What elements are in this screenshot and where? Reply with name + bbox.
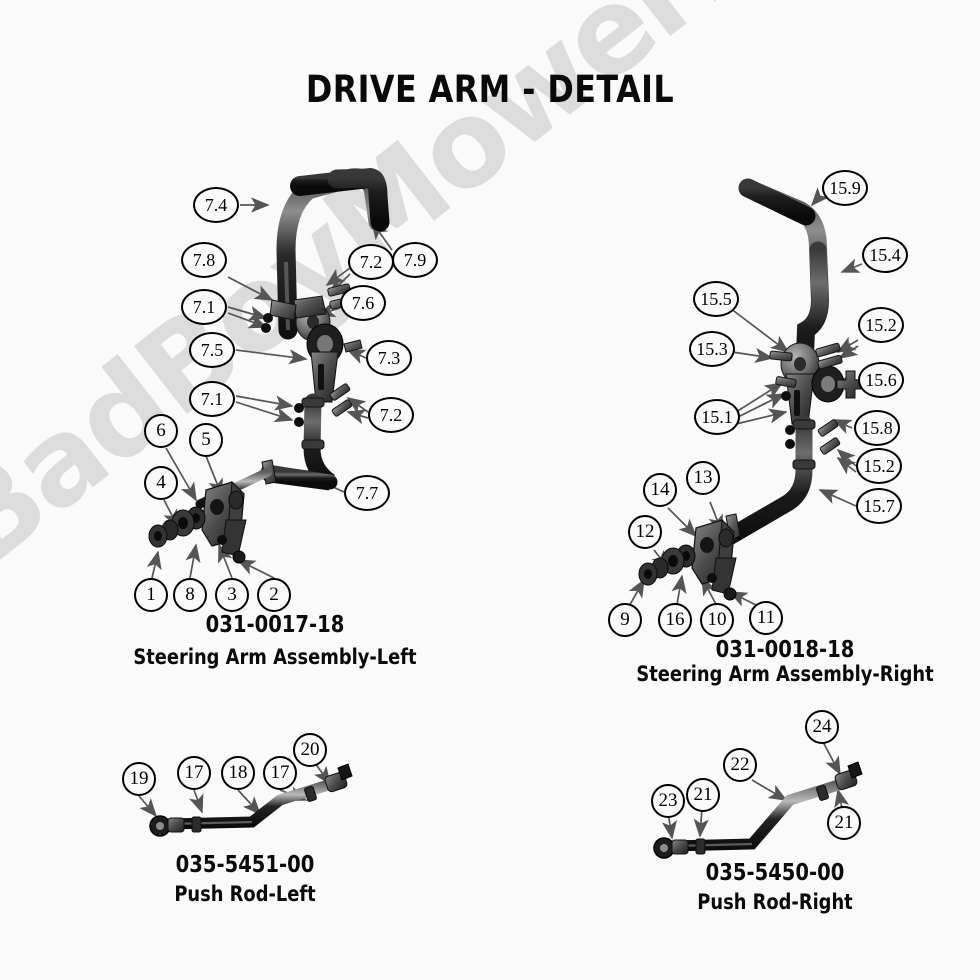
callout-18[interactable]: 18 — [221, 756, 255, 790]
callout-23[interactable]: 23 — [651, 784, 685, 818]
left-assembly-part-number: 031-0017-18 — [205, 612, 345, 638]
callout-14[interactable]: 14 — [643, 473, 677, 507]
callout-7-9[interactable]: 7.9 — [392, 242, 438, 278]
callout-22[interactable]: 22 — [723, 748, 757, 782]
callout-7-1-upper[interactable]: 7.1 — [181, 289, 227, 325]
callout-8[interactable]: 8 — [173, 578, 207, 612]
push-rod-left-name: Push Rod-Left — [174, 882, 316, 906]
page-title: DRIVE ARM - DETAIL — [305, 68, 675, 111]
callout-15-9[interactable]: 15.9 — [822, 170, 868, 206]
push-rod-right-name: Push Rod-Right — [697, 890, 853, 914]
callout-7-2-lower[interactable]: 7.2 — [368, 397, 414, 433]
callout-15-2-lower[interactable]: 15.2 — [856, 448, 902, 484]
callout-15-8[interactable]: 15.8 — [854, 410, 900, 446]
callout-21-right-b[interactable]: 21 — [827, 806, 861, 840]
callout-24[interactable]: 24 — [805, 710, 839, 744]
callout-7-5[interactable]: 7.5 — [189, 332, 235, 368]
callout-12[interactable]: 12 — [628, 515, 662, 549]
callout-10[interactable]: 10 — [700, 603, 734, 637]
callout-17-left-b[interactable]: 17 — [263, 756, 297, 790]
callout-20[interactable]: 20 — [293, 733, 327, 767]
callout-11[interactable]: 11 — [749, 601, 783, 635]
callout-4[interactable]: 4 — [144, 466, 178, 500]
callout-13[interactable]: 13 — [686, 461, 720, 495]
callout-7-4[interactable]: 7.4 — [193, 187, 239, 223]
callout-7-8[interactable]: 7.8 — [181, 242, 227, 278]
callout-9[interactable]: 9 — [608, 603, 642, 637]
callout-7-6[interactable]: 7.6 — [340, 285, 386, 321]
callout-6[interactable]: 6 — [144, 414, 178, 448]
callout-15-4[interactable]: 15.4 — [862, 237, 908, 273]
callout-21-right-a[interactable]: 21 — [686, 778, 720, 812]
callout-17-left-a[interactable]: 17 — [177, 756, 211, 790]
callout-7-2-upper[interactable]: 7.2 — [348, 244, 394, 280]
push-rod-right-part-number: 035-5450-00 — [705, 860, 845, 886]
callout-3[interactable]: 3 — [215, 578, 249, 612]
left-assembly-name: Steering Arm Assembly-Left — [133, 645, 417, 669]
callout-5[interactable]: 5 — [189, 423, 223, 457]
callout-15-5[interactable]: 15.5 — [693, 281, 739, 317]
callout-16[interactable]: 16 — [658, 603, 692, 637]
right-assembly-part-number: 031-0018-18 — [715, 637, 855, 663]
right-assembly-name: Steering Arm Assembly-Right — [636, 662, 934, 686]
callout-15-6[interactable]: 15.6 — [858, 362, 904, 398]
callout-2[interactable]: 2 — [257, 578, 291, 612]
callout-19[interactable]: 19 — [122, 762, 156, 796]
callout-15-3[interactable]: 15.3 — [689, 331, 735, 367]
callout-7-7[interactable]: 7.7 — [344, 475, 390, 511]
callout-15-2-upper[interactable]: 15.2 — [858, 307, 904, 343]
callout-15-7[interactable]: 15.7 — [856, 488, 902, 524]
callout-1[interactable]: 1 — [134, 578, 168, 612]
callout-7-1-lower[interactable]: 7.1 — [189, 381, 235, 417]
callout-15-1[interactable]: 15.1 — [694, 399, 740, 435]
push-rod-left-part-number: 035-5451-00 — [175, 852, 315, 878]
callout-7-3[interactable]: 7.3 — [366, 340, 412, 376]
